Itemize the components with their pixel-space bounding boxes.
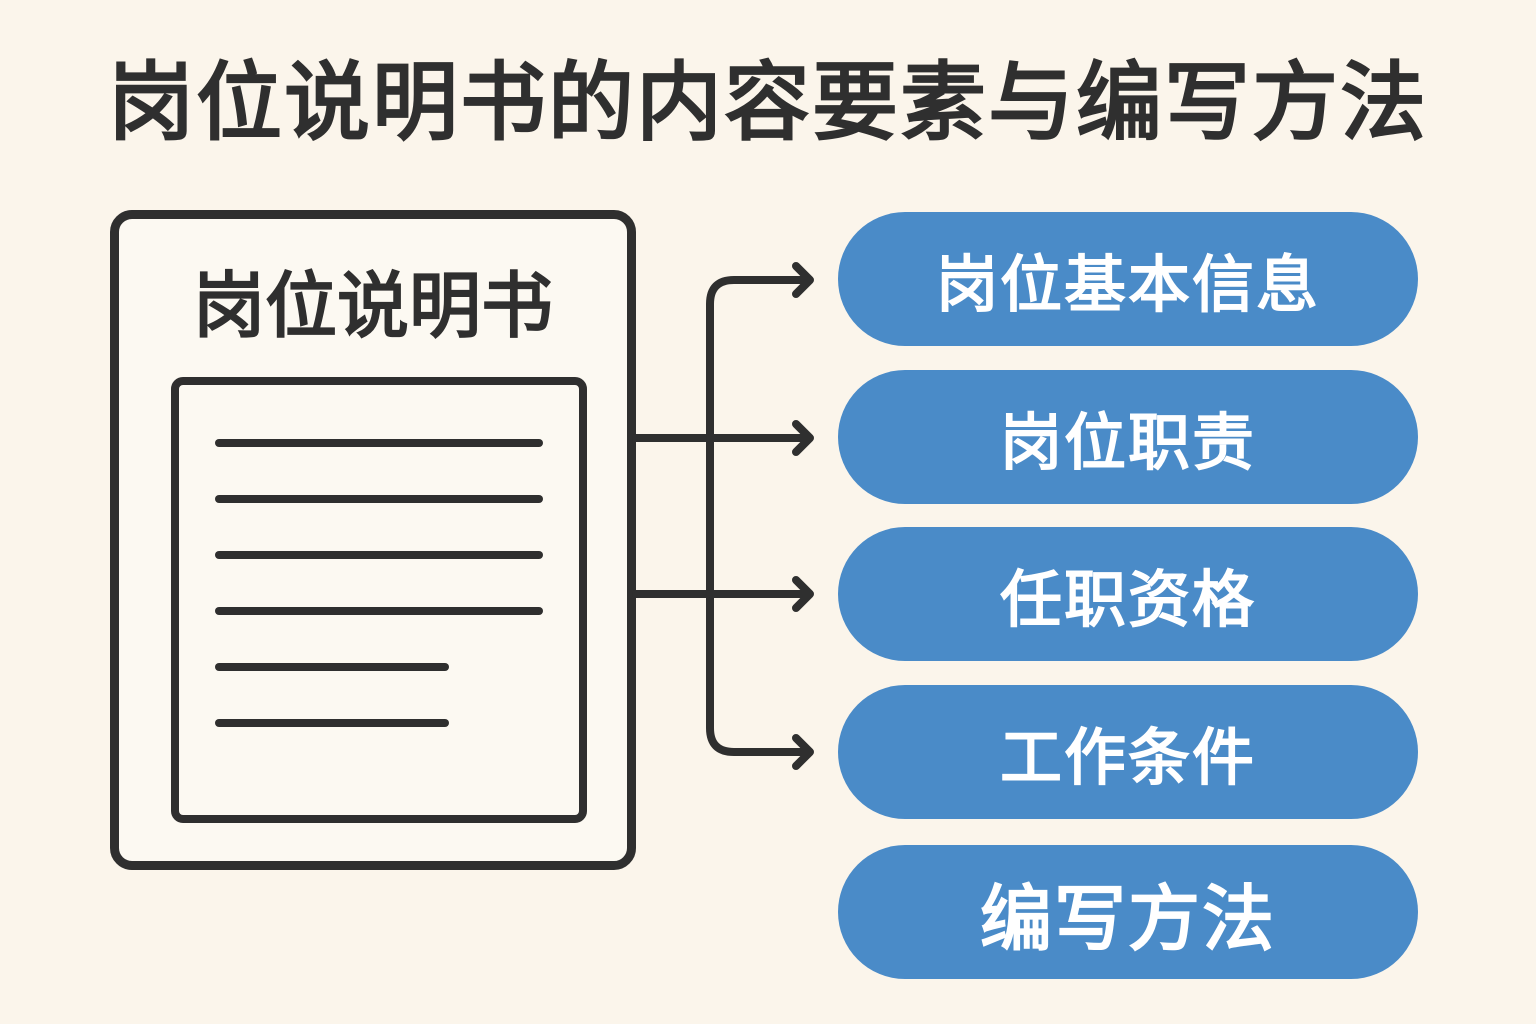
document-title: 岗位说明书 [192,264,553,348]
element-working-conditions: 工作条件 [838,685,1418,819]
document-text-line [215,551,543,559]
element-qualifications: 任职资格 [838,527,1418,661]
arrow-right-icon [792,576,814,612]
document-text-line [215,495,543,503]
element-basic-info: 岗位基本信息 [838,212,1418,346]
arrow-right-icon [792,734,814,770]
arrow-right-icon [792,262,814,298]
job-description-document: 岗位说明书 [110,210,636,870]
element-writing-method: 编写方法 [838,845,1418,979]
document-text-line [215,607,543,615]
connector-trunk [706,276,810,756]
document-icon [171,377,587,823]
element-responsibilities: 岗位职责 [838,370,1418,504]
arrow-right-icon [792,420,814,456]
page-title: 岗位说明书的内容要素与编写方法 [108,53,1428,153]
document-text-line [215,719,449,727]
document-text-line [215,663,449,671]
document-text-line [215,439,543,447]
